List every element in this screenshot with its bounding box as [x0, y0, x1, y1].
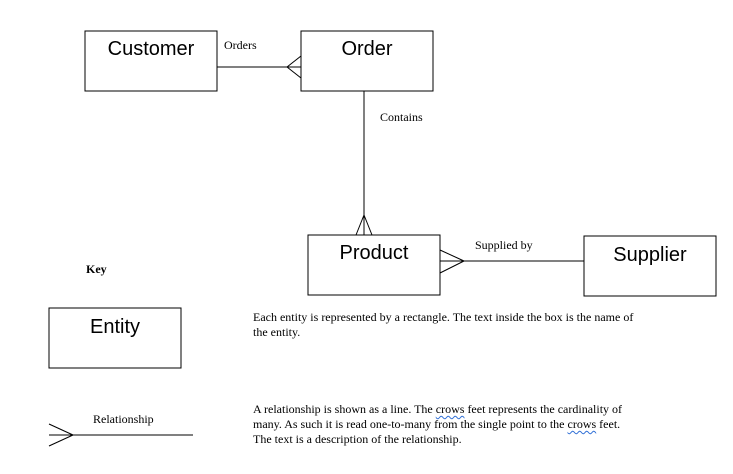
crows-foot-icon	[355, 214, 365, 236]
key-relationship-sample: Relationship	[48, 412, 193, 447]
crows-foot-icon	[286, 55, 302, 68]
key-relationship-label: Relationship	[93, 412, 154, 426]
entity-supplier[interactable]: Supplier	[583, 235, 717, 297]
relationship-supplied-by-label: Supplied by	[475, 238, 533, 252]
entity-order[interactable]: Order	[300, 30, 434, 92]
relationship-supplied-by[interactable]: Supplied by	[439, 238, 584, 274]
key-relationship-description-line: A relationship is shown as a line. The c…	[253, 402, 623, 416]
entity-product[interactable]: Product	[307, 234, 441, 296]
entity-product-label: Product	[340, 242, 409, 264]
relationship-contains[interactable]: Contains	[355, 91, 423, 236]
key-relationship-description: A relationship is shown as a line. The c…	[253, 402, 622, 447]
relationship-orders-label: Orders	[224, 38, 257, 52]
key-relationship-description-line: The text is a description of the relatio…	[253, 432, 462, 446]
key-relationship-description-line: many. As such it is read one-to-many fro…	[253, 417, 621, 431]
relationship-contains-label: Contains	[380, 110, 423, 124]
key-entity-description-line: Each entity is represented by a rectangl…	[253, 310, 634, 324]
crows-foot-icon	[439, 249, 465, 262]
key-title: Key	[86, 262, 107, 276]
relationship-orders[interactable]: Orders	[217, 38, 302, 79]
crows-foot-icon	[48, 423, 74, 436]
key-entity-description-line: the entity.	[253, 325, 301, 339]
entity-order-label: Order	[341, 38, 392, 60]
key-entity-label: Entity	[90, 316, 140, 338]
entity-supplier-label: Supplier	[613, 244, 687, 266]
entity-customer-label: Customer	[108, 38, 195, 60]
entity-customer[interactable]: Customer	[84, 30, 218, 92]
spellcheck-word: crows	[435, 402, 465, 416]
key-entity-description: Each entity is represented by a rectangl…	[253, 310, 633, 340]
spellcheck-word: crows	[567, 417, 597, 431]
key-entity-sample: Entity	[48, 307, 182, 369]
